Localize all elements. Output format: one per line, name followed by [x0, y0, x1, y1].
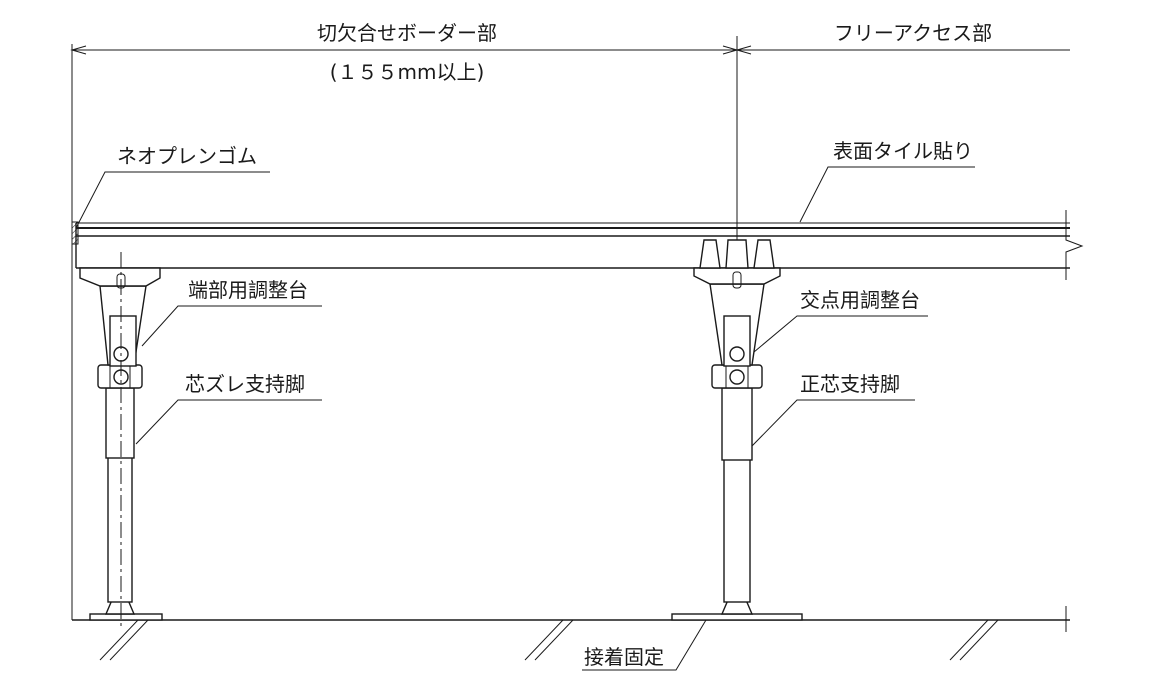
- offset-pedestal-label: 芯ズレ支持脚: [185, 372, 305, 396]
- neoprene-label: ネオプレンゴム: [117, 144, 257, 168]
- notched-border-note: (１５５mm以上): [330, 60, 485, 84]
- edge-adjuster-label: 端部用調整台: [188, 278, 308, 302]
- adhesive-fix-label: 接着固定: [584, 645, 664, 669]
- surface-tile-label: 表面タイル貼り: [833, 139, 973, 163]
- floor-panel: [75, 210, 1084, 280]
- free-access-label: フリーアクセス部: [834, 21, 992, 45]
- dimension-line: [70, 36, 1070, 620]
- leader-lines: [75, 166, 975, 671]
- centered-support-pedestal: [671, 239, 803, 621]
- notched-border-label: 切欠合せボーダー部: [317, 21, 497, 45]
- ground-line: [72, 606, 1070, 661]
- centered-pedestal-label: 正芯支持脚: [800, 372, 900, 396]
- neoprene-rubber: [71, 221, 79, 245]
- junction-adjuster-label: 交点用調整台: [800, 288, 920, 312]
- offset-support-pedestal: [79, 252, 163, 630]
